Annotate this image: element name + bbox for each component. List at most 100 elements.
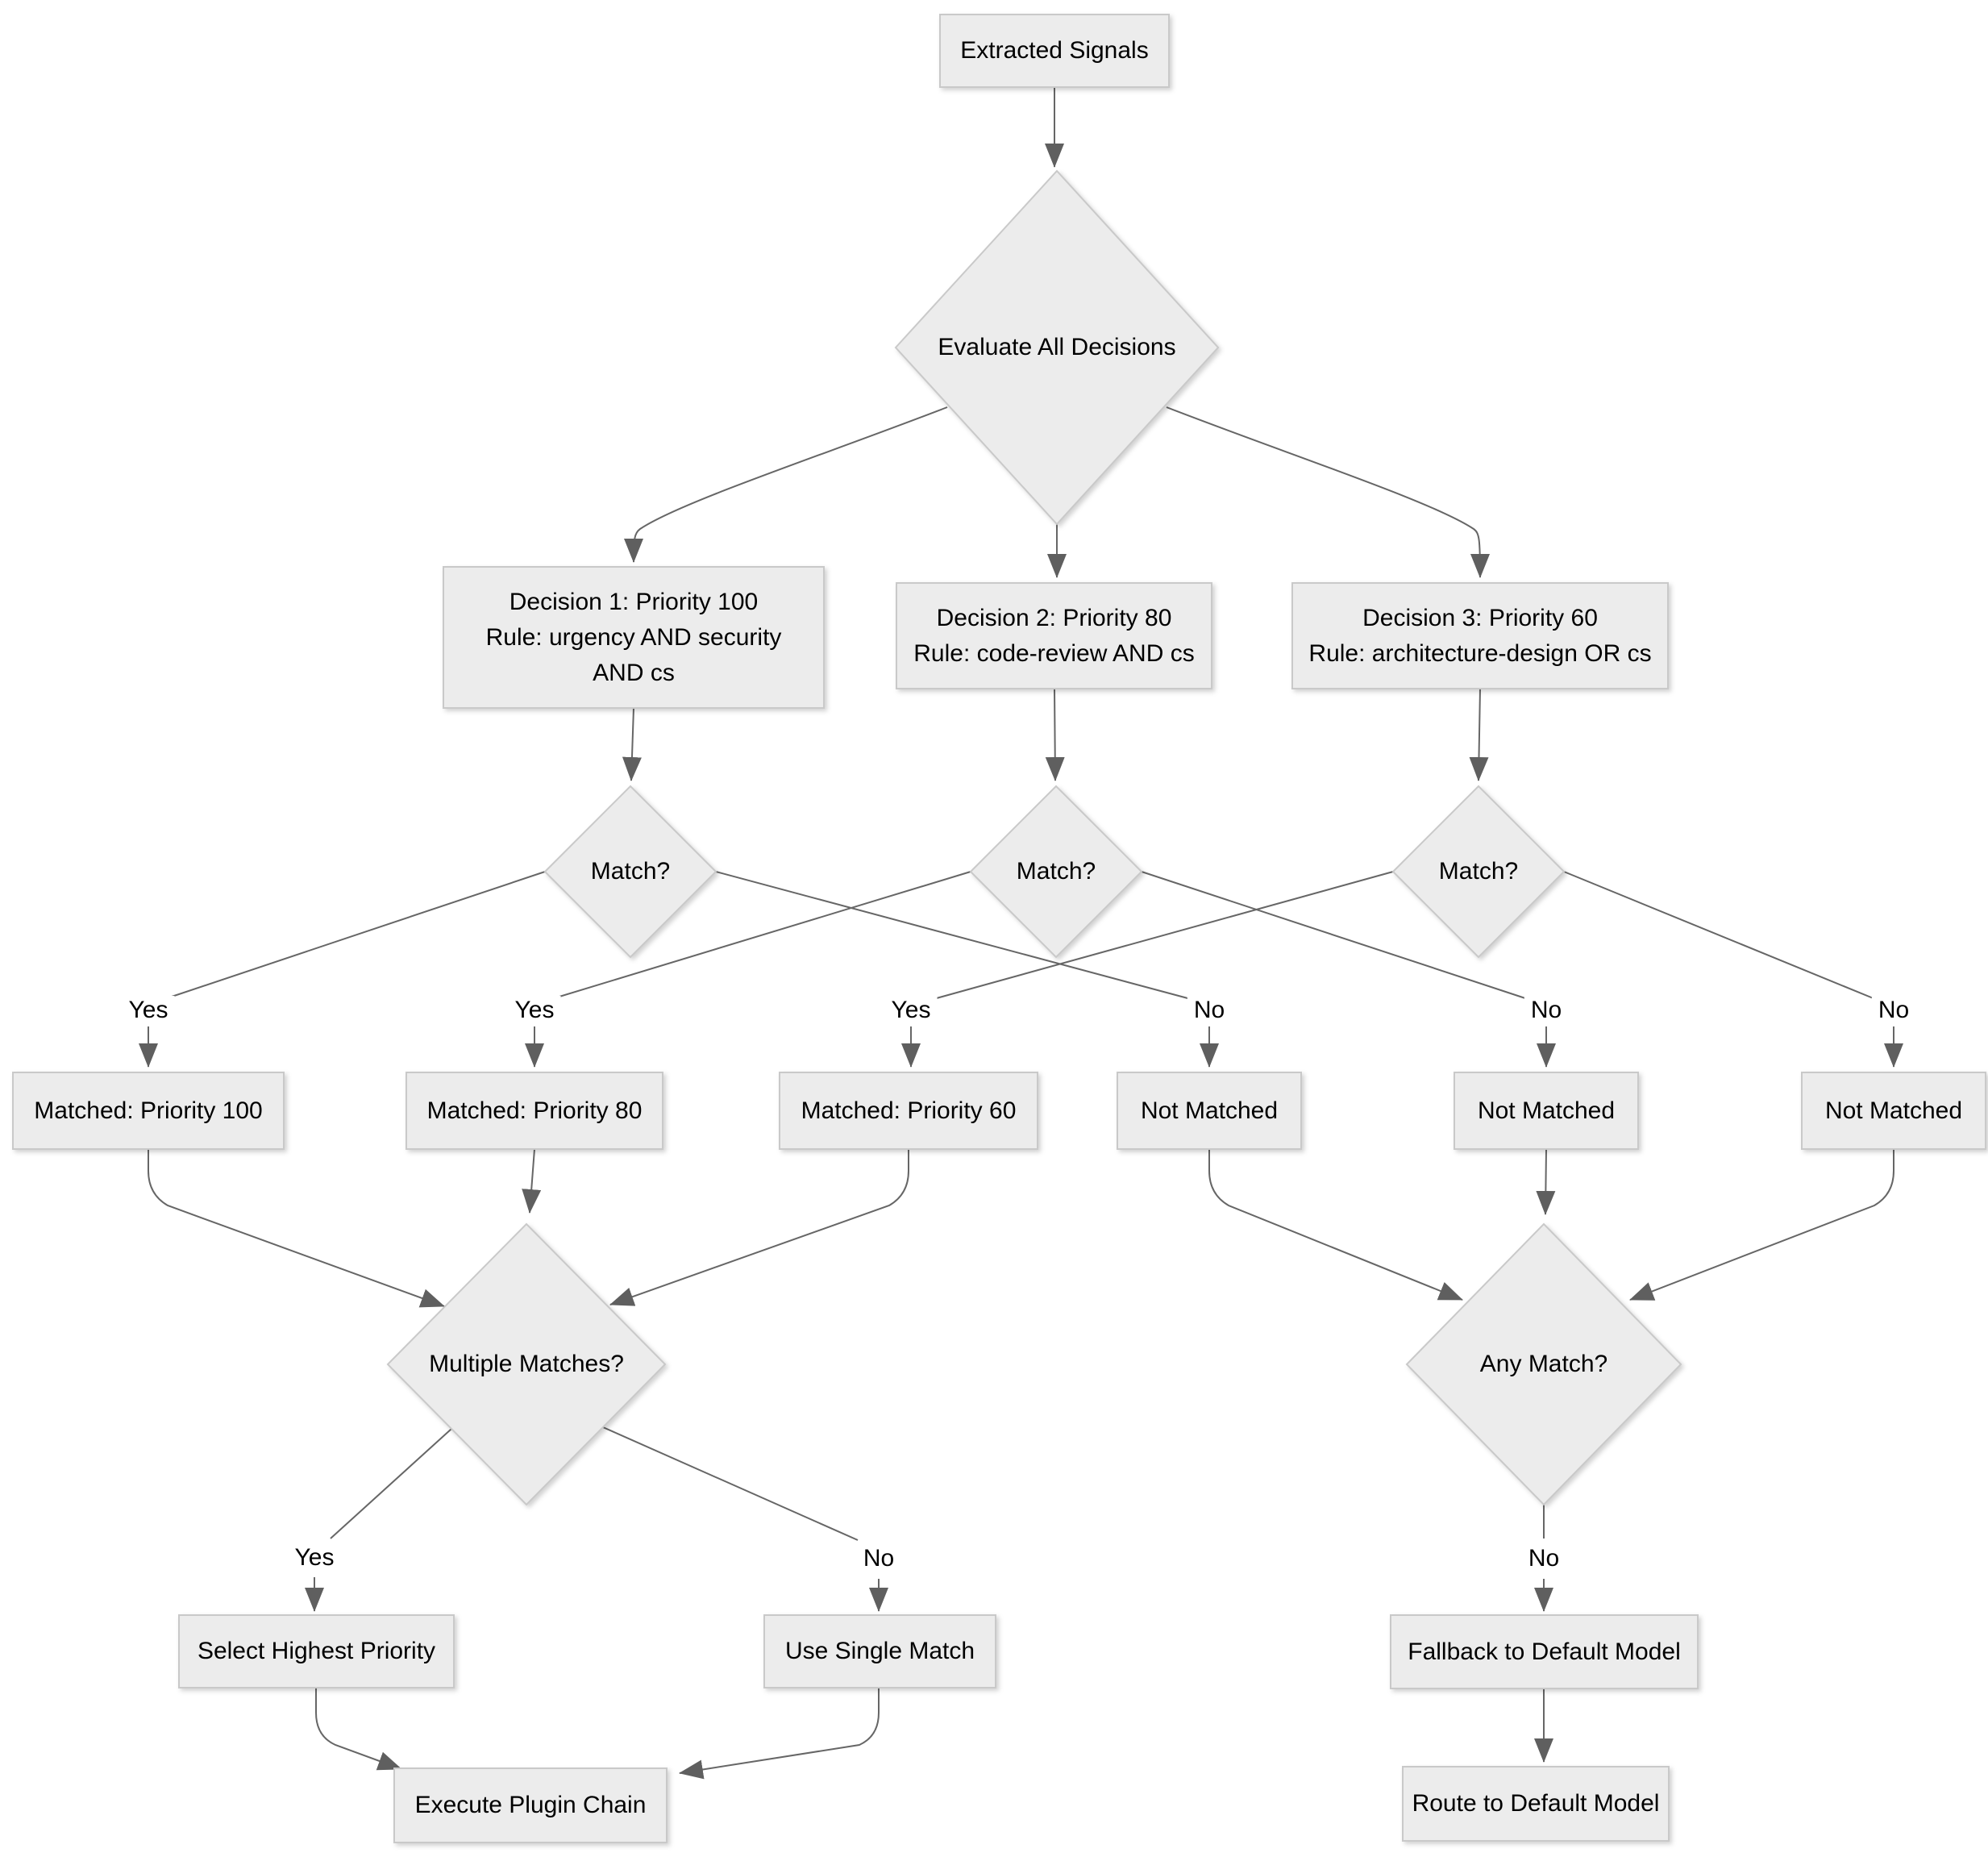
decision-3-node (1291, 582, 1669, 689)
node-label-text: Evaluate All Decisions (938, 334, 1176, 360)
edge-decision3-to-match3 (1469, 688, 1489, 781)
not-matched-1-label: Not Matched (1117, 1072, 1301, 1149)
node-label-text: Select Highest Priority (197, 1638, 436, 1664)
edge-multiple-yes-line (330, 1428, 452, 1539)
route-to-default-node (1402, 1766, 1670, 1842)
edge-match3-no-line (1563, 871, 1876, 1000)
edge-label-match2-yes: Yes (508, 996, 561, 1025)
multiple-matches-label: Multiple Matches? (429, 1347, 624, 1382)
edge-notmatched3-to-anymatch (1629, 1149, 1894, 1301)
match-1-label: Match? (591, 854, 670, 889)
node-label-text: Execute Plugin Chain (414, 1792, 647, 1818)
node-label-line: Rule: architecture-design OR cs (1308, 639, 1652, 667)
matched-priority-80-label: Matched: Priority 80 (406, 1072, 663, 1149)
node-label-line: AND cs (593, 659, 675, 686)
edge-label-multiple-yes: Yes (288, 1543, 341, 1572)
evaluate-all-decisions-label: Evaluate All Decisions (938, 330, 1175, 365)
edge-notmatched2-to-anymatch (1536, 1148, 1556, 1215)
not-matched-2-node (1454, 1072, 1639, 1150)
node-label-text: Not Matched (1477, 1097, 1616, 1124)
not-matched-3-node (1801, 1072, 1986, 1150)
any-match-diamond (1405, 1222, 1682, 1506)
execute-plugin-chain-node (393, 1767, 668, 1843)
edge-matched60-to-multiple (609, 1149, 909, 1306)
node-label-line: Rule: urgency AND security (485, 623, 782, 651)
any-match-label: Any Match? (1480, 1347, 1607, 1382)
matched-priority-80-node (406, 1072, 663, 1150)
decision-1-node (443, 566, 825, 709)
use-single-match-node (763, 1614, 996, 1688)
node-label-text: Match? (1438, 858, 1519, 885)
fallback-to-default-label: Fallback to Default Model (1391, 1615, 1698, 1688)
node-label-text: Matched: Priority 60 (801, 1097, 1017, 1124)
node-label-text: Use Single Match (784, 1638, 975, 1664)
use-single-match-label: Use Single Match (764, 1615, 996, 1688)
edge-evaluate-to-decision1 (624, 406, 948, 563)
edge-select-to-execute (315, 1688, 402, 1771)
decision-2-node (896, 582, 1212, 689)
matched-priority-60-label: Matched: Priority 60 (780, 1072, 1038, 1149)
edge-label-match2-no: No (1524, 996, 1569, 1025)
edge-evaluate-to-decision3 (1166, 406, 1490, 578)
node-label-text: Multiple Matches? (429, 1351, 624, 1377)
node-label-line: Decision 3: Priority 60 (1362, 604, 1598, 631)
node-label-line: Decision 2: Priority 80 (936, 604, 1172, 631)
extracted-signals-node (939, 14, 1170, 88)
edge-label-match1-yes: Yes (122, 996, 175, 1025)
nodes-group (12, 14, 1986, 1843)
match-2-label: Match? (1017, 854, 1096, 889)
node-label-text: Matched: Priority 80 (426, 1097, 643, 1124)
node-label-text: Any Match? (1479, 1351, 1608, 1377)
match-1-diamond (543, 785, 717, 959)
edge-matched100-to-multiple (148, 1149, 445, 1308)
node-label-line: Rule: code-review AND cs (913, 639, 1195, 667)
node-label-text: Fallback to Default Model (1408, 1638, 1681, 1665)
edge-notmatched1-to-anymatch (1208, 1149, 1463, 1301)
node-label-text: Match? (1016, 858, 1096, 885)
matched-priority-100-label: Matched: Priority 100 (13, 1072, 284, 1149)
select-highest-priority-node (178, 1614, 455, 1688)
fallback-to-default-node (1390, 1614, 1699, 1689)
decision-2-label: Decision 2: Priority 80 Rule: code-revie… (896, 583, 1212, 689)
not-matched-2-label: Not Matched (1454, 1072, 1638, 1149)
not-matched-1-node (1117, 1072, 1302, 1150)
evaluate-all-decisions-diamond (894, 169, 1220, 526)
node-label-line: Decision 1: Priority 100 (509, 588, 759, 615)
node-label-text: Not Matched (1140, 1097, 1279, 1124)
edge-decision2-to-match2 (1045, 688, 1065, 781)
node-label-text: Match? (590, 858, 671, 885)
matched-priority-100-node (12, 1072, 285, 1150)
node-label-text: Not Matched (1824, 1097, 1963, 1124)
node-label-text: Route to Default Model (1412, 1790, 1660, 1817)
matched-priority-60-node (779, 1072, 1038, 1150)
node-label-text: Extracted Signals (960, 37, 1149, 64)
edge-label-any-no: No (1521, 1544, 1566, 1573)
edge-label-match1-no: No (1187, 996, 1232, 1025)
execute-plugin-chain-label: Execute Plugin Chain (394, 1768, 667, 1842)
edge-match1-no-line (715, 871, 1192, 1000)
edge-label-match3-no: No (1871, 996, 1916, 1025)
route-to-default-label: Route to Default Model (1403, 1767, 1669, 1841)
edge-match2-no-line (1141, 871, 1528, 1000)
edge-match3-yes-line (933, 871, 1394, 1000)
edge-match1-yes-line (164, 871, 546, 1000)
edge-use-to-execute (679, 1688, 880, 1780)
decision-3-label: Decision 3: Priority 60 Rule: architectu… (1292, 583, 1668, 689)
decision-1-label: Decision 1: Priority 100 Rule: urgency A… (443, 567, 824, 708)
edge-label-multiple-no: No (856, 1544, 901, 1573)
multiple-matches-diamond (386, 1222, 667, 1506)
match-3-label: Match? (1439, 854, 1518, 889)
node-label-text: Matched: Priority 100 (34, 1097, 263, 1124)
select-highest-priority-label: Select Highest Priority (179, 1615, 454, 1688)
match-3-diamond (1391, 785, 1566, 959)
edge-match2-yes-line (551, 871, 971, 1000)
edge-label-match3-yes: Yes (884, 996, 938, 1025)
edge-matched80-to-multiple (522, 1148, 542, 1214)
extracted-signals-label: Extracted Signals (940, 15, 1169, 87)
edges-group (139, 87, 1903, 1780)
match-2-diamond (969, 785, 1143, 959)
edge-multiple-no-line (602, 1426, 859, 1541)
not-matched-3-label: Not Matched (1802, 1072, 1986, 1149)
